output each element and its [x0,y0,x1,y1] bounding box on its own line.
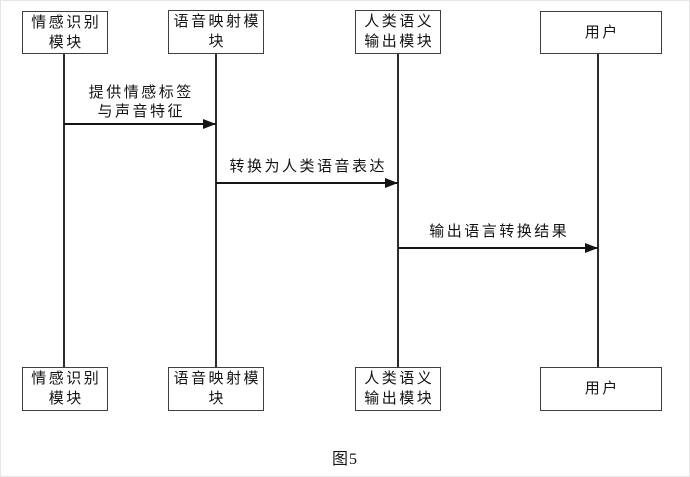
actor-box-voice-mapping-bottom: 语音映射模 块 [168,367,264,411]
actor-box-semantic-output-bottom: 人类语义 输出模块 [355,367,441,411]
message-label-1: 提供情感标签 与声音特征 [88,85,194,120]
actor-label: 输出模块 [364,391,435,407]
actor-label: 情感识别 [31,371,102,387]
actor-label: 人类语义 [364,371,435,387]
message-arrow-1 [64,119,216,129]
lifeline-emotion-recognition [63,54,65,367]
actor-label: 语音映射模 [173,371,261,387]
message-label-3: 输出语言转换结果 [429,224,570,240]
actor-label: 语音映射模 [173,14,261,30]
actor-box-user-bottom: 用户 [540,367,662,411]
arrowhead-right-icon [203,119,216,129]
actor-label: 块 [208,34,226,50]
figure-caption: 图5 [331,451,358,468]
actor-box-voice-mapping-top: 语音映射模 块 [168,10,264,54]
actor-label: 输出模块 [364,34,435,50]
actor-label: 模块 [48,391,84,407]
actor-box-emotion-recognition-top: 情感识别 模块 [22,11,108,54]
actor-label: 用户 [584,24,620,41]
arrowhead-right-icon [585,243,598,253]
arrowhead-right-icon [385,178,398,188]
actor-box-user-top: 用户 [540,11,662,54]
lifeline-voice-mapping [215,54,217,367]
lifeline-semantic-output [397,54,399,367]
message-label-2: 转换为人类语音表达 [229,159,387,175]
actor-box-emotion-recognition-bottom: 情感识别 模块 [22,367,108,411]
actor-label: 人类语义 [364,14,435,30]
actor-label: 块 [208,391,226,407]
actor-label: 用户 [584,381,620,397]
message-arrow-3 [398,243,598,253]
lifeline-user [597,54,599,367]
message-arrow-2 [216,178,398,188]
actor-box-semantic-output-top: 人类语义 输出模块 [355,10,441,54]
actor-label: 情感识别 [31,14,102,31]
actor-label: 模块 [48,34,84,51]
